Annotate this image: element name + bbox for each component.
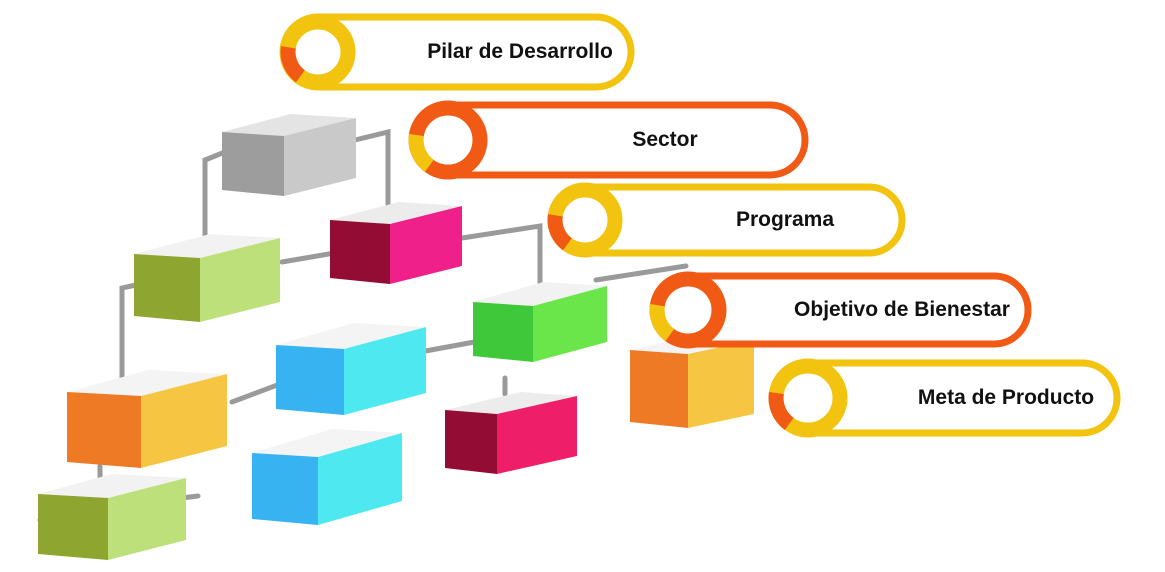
cube-top-face	[67, 370, 227, 396]
cube-front-face	[222, 132, 284, 196]
cube-side-face	[108, 478, 186, 560]
cube-front-face	[134, 254, 200, 322]
cube-top-face	[134, 234, 280, 258]
cube-front-face	[630, 350, 688, 428]
connector-pipe	[352, 128, 391, 215]
ring-accent-arc	[547, 214, 573, 251]
cube-side-face	[141, 374, 227, 468]
cube-front-face	[67, 392, 141, 468]
cube-front-face	[445, 410, 497, 474]
cube-green	[473, 282, 607, 362]
pill-sector	[408, 100, 809, 180]
cube-side-face	[344, 327, 426, 415]
cube-front-face	[38, 494, 108, 560]
cube-front-face	[276, 345, 344, 415]
cube-magenta-right	[330, 202, 462, 284]
connector-pipe	[459, 223, 543, 291]
cube-front-face	[252, 453, 318, 525]
cube-front-face	[473, 302, 533, 362]
cube-top-face	[252, 429, 402, 457]
ring-accent-arc	[408, 133, 434, 172]
cube-orange-right	[630, 336, 754, 428]
cube-side-face	[497, 396, 577, 474]
cube-top-face	[38, 474, 186, 498]
cube-side-face	[688, 340, 754, 428]
pill-meta	[768, 358, 1121, 438]
connector-pipe	[202, 147, 233, 243]
cube-cyan-low	[252, 429, 402, 525]
connector-pipe	[593, 263, 689, 283]
cube-top-face	[330, 202, 462, 224]
pill-pilar	[279, 13, 635, 91]
cube-magenta-low	[445, 392, 577, 474]
cube-side-face	[200, 238, 280, 322]
cube-side-face	[533, 286, 607, 362]
cube-olive	[134, 234, 280, 322]
cube-gray-top	[222, 114, 356, 196]
cube-front-face	[330, 220, 390, 284]
cube-top-face	[473, 282, 607, 306]
cube-top-face	[276, 323, 426, 349]
cube-cyan-mid	[276, 323, 426, 415]
cube-olive-low	[38, 474, 186, 560]
cube-side-face	[284, 118, 356, 196]
ring-accent-arc	[280, 46, 306, 83]
cube-group	[38, 114, 754, 560]
pill-programa	[547, 182, 906, 258]
pill-objetivo	[649, 271, 1032, 349]
label-pills	[279, 13, 1121, 438]
ring-accent-arc	[768, 391, 794, 430]
ring-accent-arc	[649, 303, 675, 342]
cube-top-face	[445, 392, 577, 414]
cube-side-face	[390, 206, 462, 284]
cube-top-face	[222, 114, 356, 136]
cube-orange-left	[67, 370, 227, 468]
cube-side-face	[318, 433, 402, 525]
